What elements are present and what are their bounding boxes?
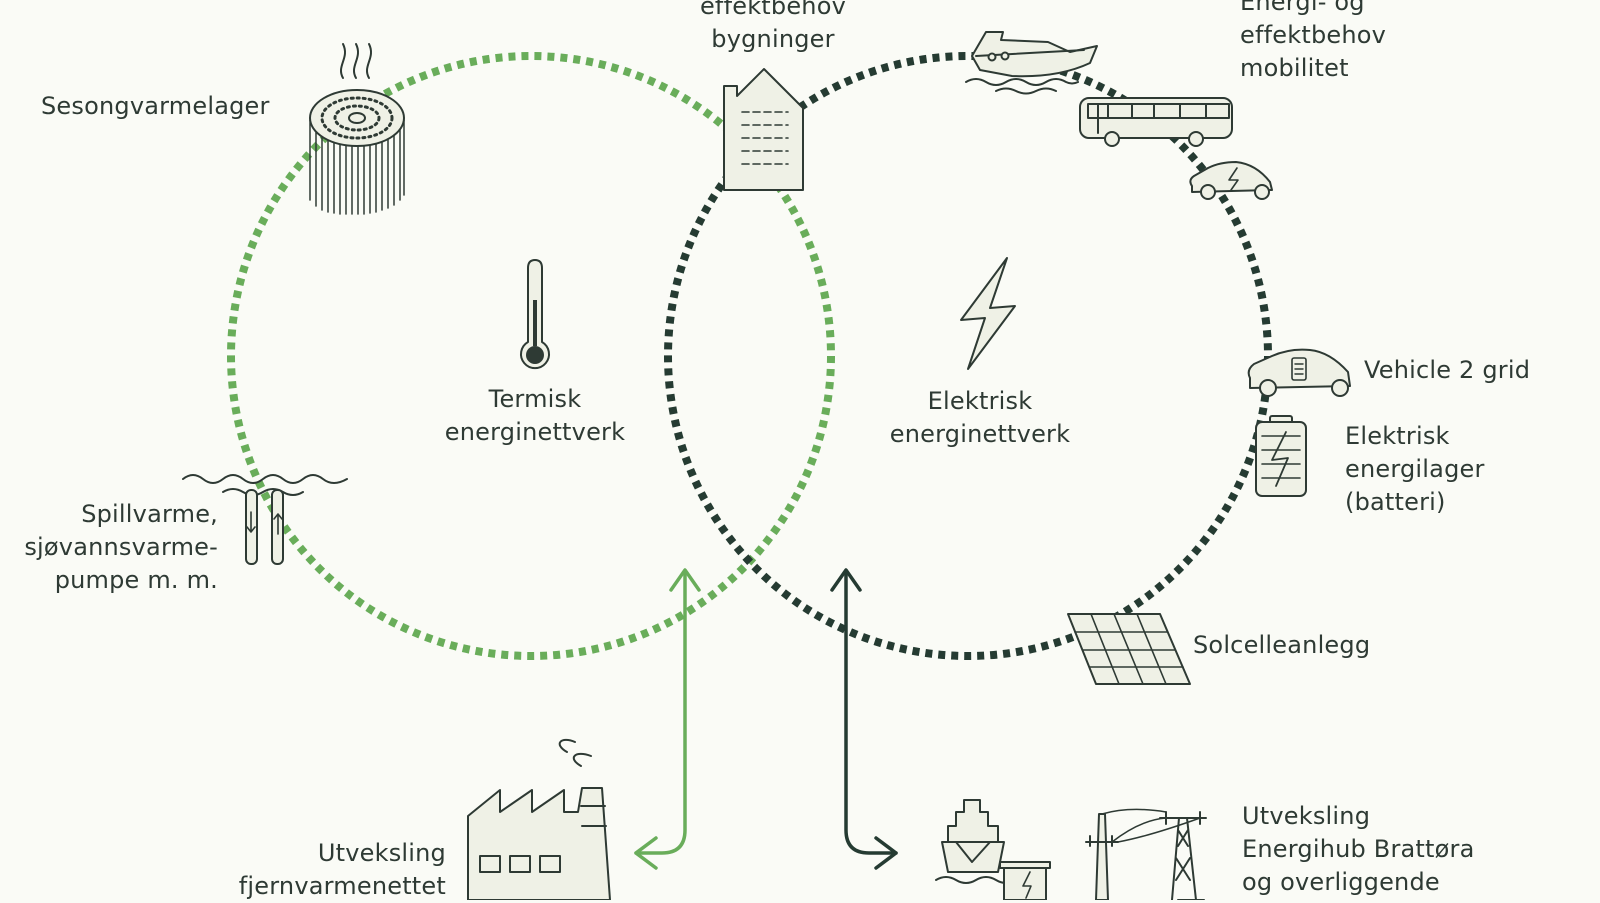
bus-icon [1079, 97, 1233, 147]
buildings-label: effektbehov bygninger [699, 0, 847, 53]
ferry-icon [965, 31, 1098, 95]
district-heating-exchange-arrow [634, 568, 701, 870]
building-icon [723, 68, 804, 191]
electric-network-ring [664, 52, 1272, 660]
solar-panel-icon [1067, 613, 1191, 685]
factory-icon [467, 738, 611, 900]
thermal-network-label: Termisk energinettverk [444, 385, 626, 446]
harbor-ship-icon [935, 799, 1051, 900]
energy-hub-label: Utveksling Energihub Brattøra og overlig… [1242, 802, 1475, 896]
battery-icon [1255, 415, 1307, 497]
solar-label: Solcelleanlegg [1193, 631, 1371, 659]
energy-hub-exchange-arrow [830, 568, 898, 870]
thermal-network-ring [227, 52, 835, 660]
seasonal-storage-label: Sesongvarmelager [41, 92, 270, 120]
power-pylon-icon [1085, 808, 1207, 900]
district-heating-label: Utveksling fjernvarmenettet [238, 839, 446, 900]
vehicle2grid-label: Vehicle 2 grid [1364, 356, 1531, 384]
thermometer-icon [520, 259, 550, 370]
electric-car-icon [1189, 161, 1273, 200]
seasonal-storage-icon [309, 43, 405, 215]
battery-label: Elektrisk energilager (batteri) [1345, 422, 1485, 516]
lightning-icon [960, 257, 1016, 370]
seawater-pipe-icon [182, 474, 348, 565]
waste-heat-label: Spillvarme, sjøvannsvarme- pumpe m. m. [24, 500, 218, 594]
v2g-car-icon [1247, 348, 1351, 397]
mobility-label: Energi- og effektbehov mobilitet [1240, 0, 1387, 82]
electric-network-label: Elektrisk energinettverk [889, 387, 1071, 448]
